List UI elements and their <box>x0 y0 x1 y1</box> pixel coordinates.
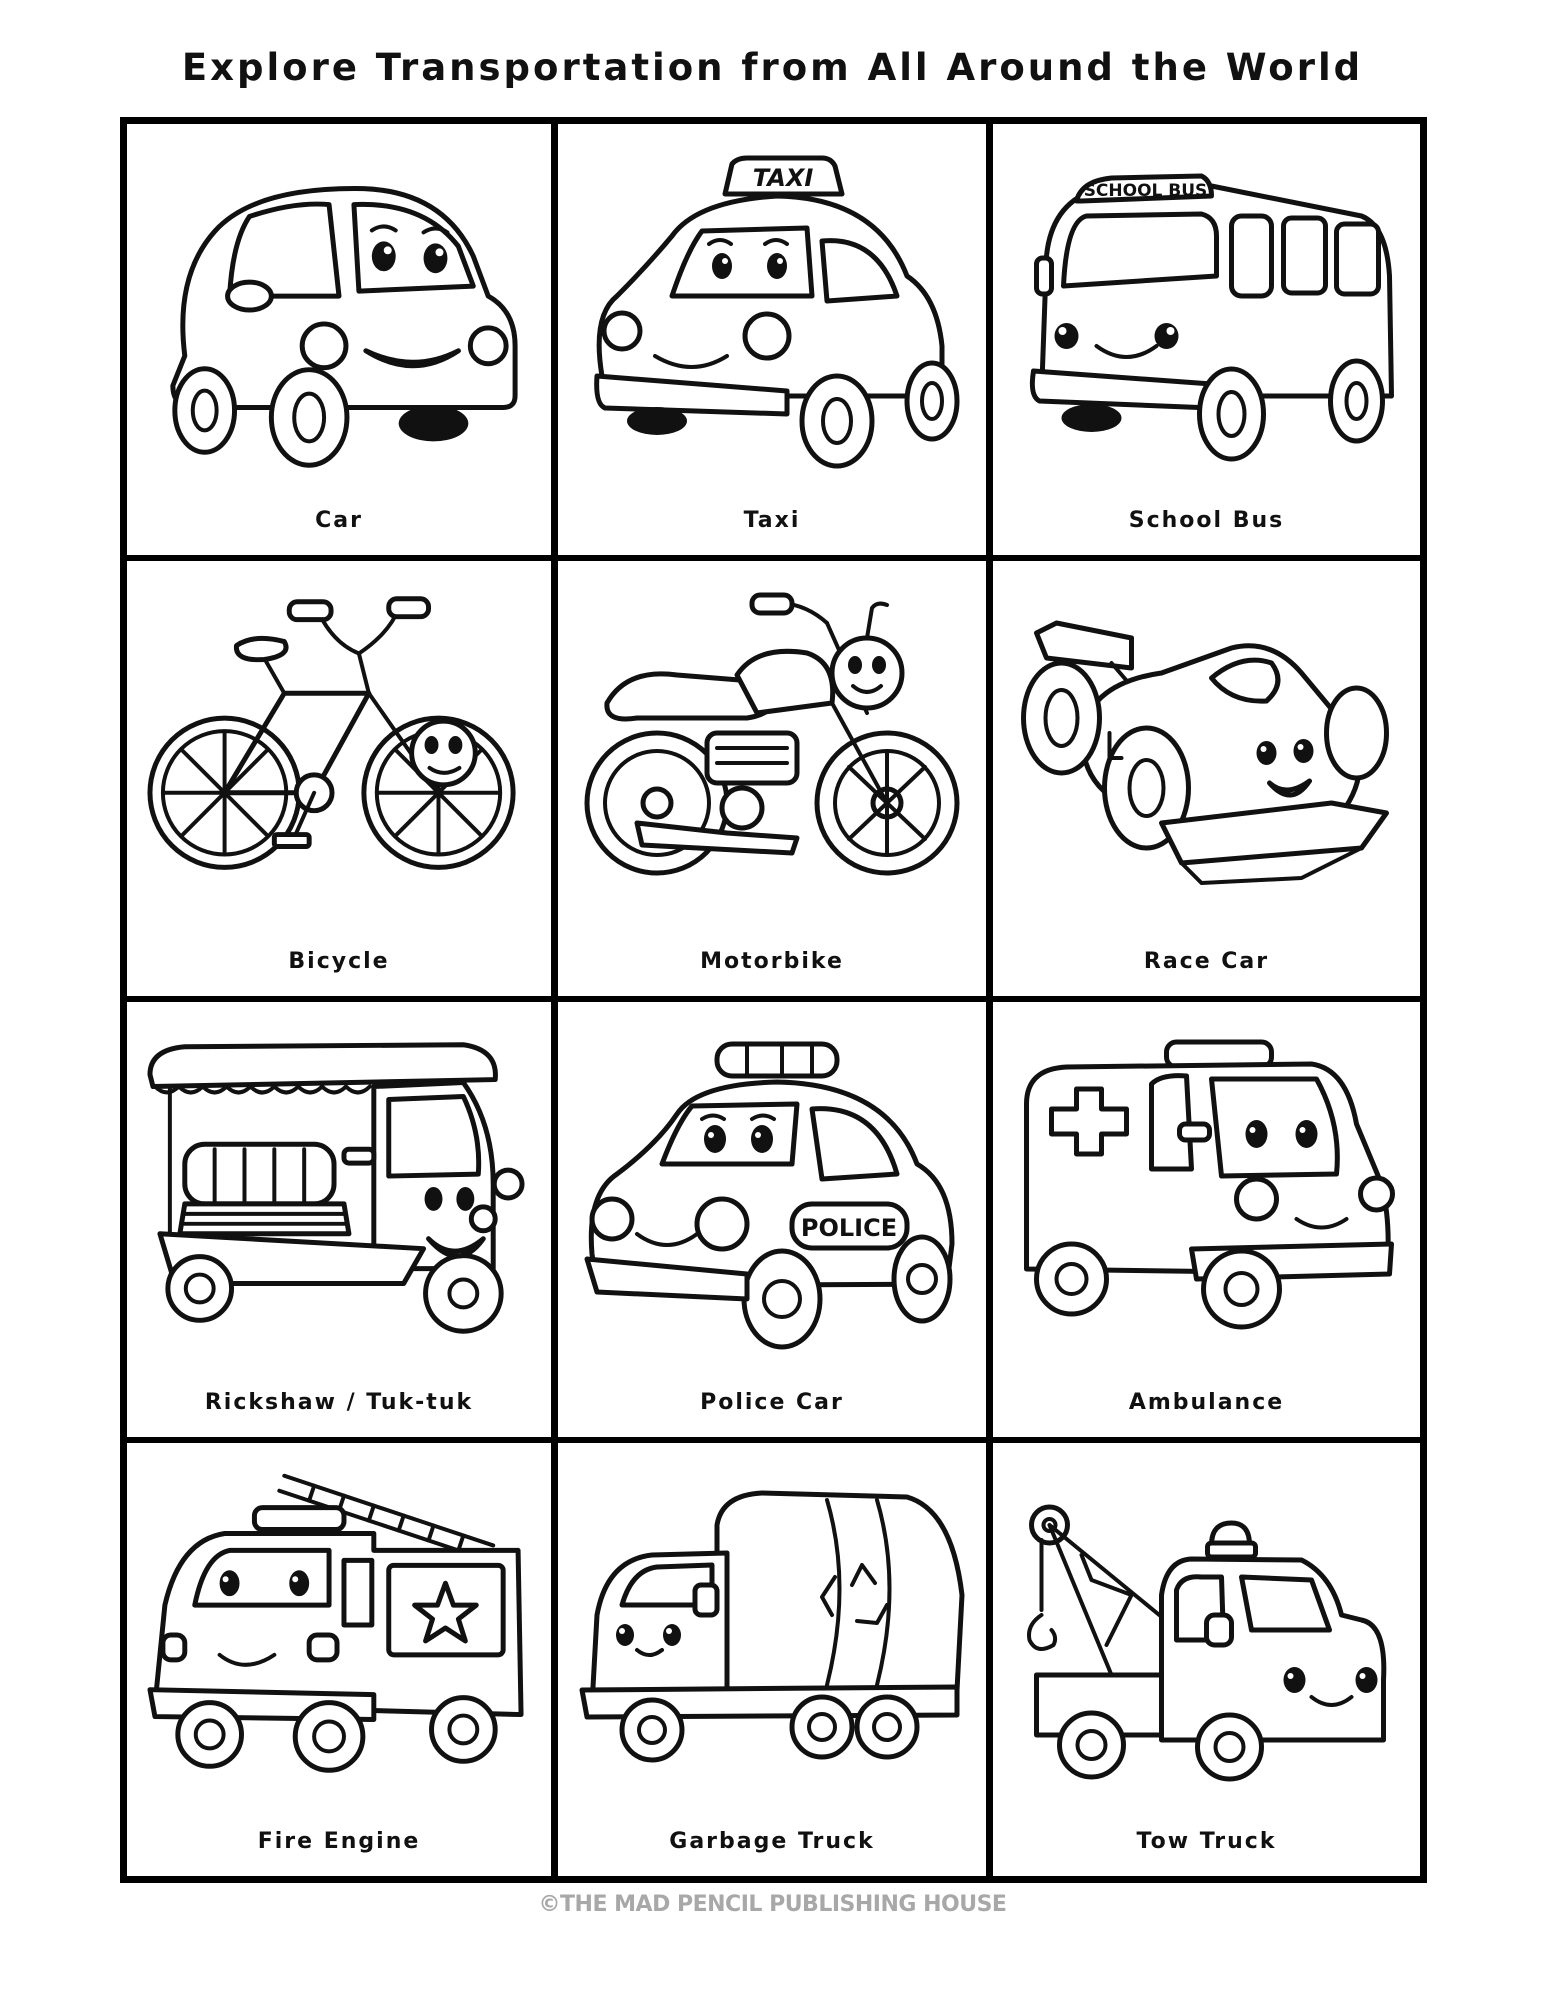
cell-label: Race Car <box>1143 949 1270 974</box>
cell-rickshaw: Rickshaw / Tuk-tuk <box>125 1000 553 1439</box>
cell-fire-engine: Fire Engine <box>125 1441 553 1878</box>
cell-police-car: POLICE Police Car <box>556 1000 988 1439</box>
rickshaw-icon <box>145 1024 533 1354</box>
cell-tow-truck: Tow Truck <box>991 1441 1422 1878</box>
cell-label: Police Car <box>700 1390 844 1415</box>
cell-ambulance: Ambulance <box>991 1000 1422 1439</box>
cell-label: Garbage Truck <box>669 1829 875 1854</box>
cell-label: Motorbike <box>700 949 844 974</box>
cell-bicycle: Bicycle <box>125 559 553 998</box>
tow-truck-icon <box>1011 1465 1402 1795</box>
cell-label: Fire Engine <box>257 1829 421 1854</box>
cell-label: Tow Truck <box>1136 1829 1277 1854</box>
cell-label: School Bus <box>1128 508 1285 533</box>
taxi-icon: TAXI <box>576 146 968 476</box>
cell-label: Rickshaw / Tuk-tuk <box>204 1390 474 1415</box>
cell-label: Car <box>315 508 363 533</box>
vehicle-grid: Car TAXI Taxi <box>120 117 1427 1883</box>
cell-label: Taxi <box>743 508 801 533</box>
cell-school-bus: SCHOOL BUS School Bus <box>991 122 1422 557</box>
motorbike-icon <box>576 583 968 913</box>
race-car-icon <box>1011 583 1402 913</box>
cell-label: Ambulance <box>1128 1390 1285 1415</box>
cell-motorbike: Motorbike <box>556 559 988 998</box>
fire-engine-icon <box>145 1465 533 1795</box>
police-car-icon: POLICE <box>576 1024 968 1354</box>
page-title: Explore Transportation from All Around t… <box>181 46 1364 89</box>
police-sign: POLICE <box>801 1214 897 1242</box>
cell-car: Car <box>125 122 553 557</box>
school-bus-sign: SCHOOL BUS <box>1084 181 1208 201</box>
car-icon <box>145 146 533 476</box>
bicycle-icon <box>145 583 533 913</box>
taxi-sign: TAXI <box>753 164 814 192</box>
garbage-truck-icon <box>576 1465 968 1795</box>
copyright-footer: ©THE MAD PENCIL PUBLISHING HOUSE <box>538 1892 1007 1917</box>
school-bus-icon: SCHOOL BUS <box>1011 146 1402 476</box>
cell-race-car: Race Car <box>991 559 1422 998</box>
cell-label: Bicycle <box>288 949 390 974</box>
ambulance-icon <box>1011 1024 1402 1354</box>
cell-garbage-truck: Garbage Truck <box>556 1441 988 1878</box>
cell-taxi: TAXI Taxi <box>556 122 988 557</box>
